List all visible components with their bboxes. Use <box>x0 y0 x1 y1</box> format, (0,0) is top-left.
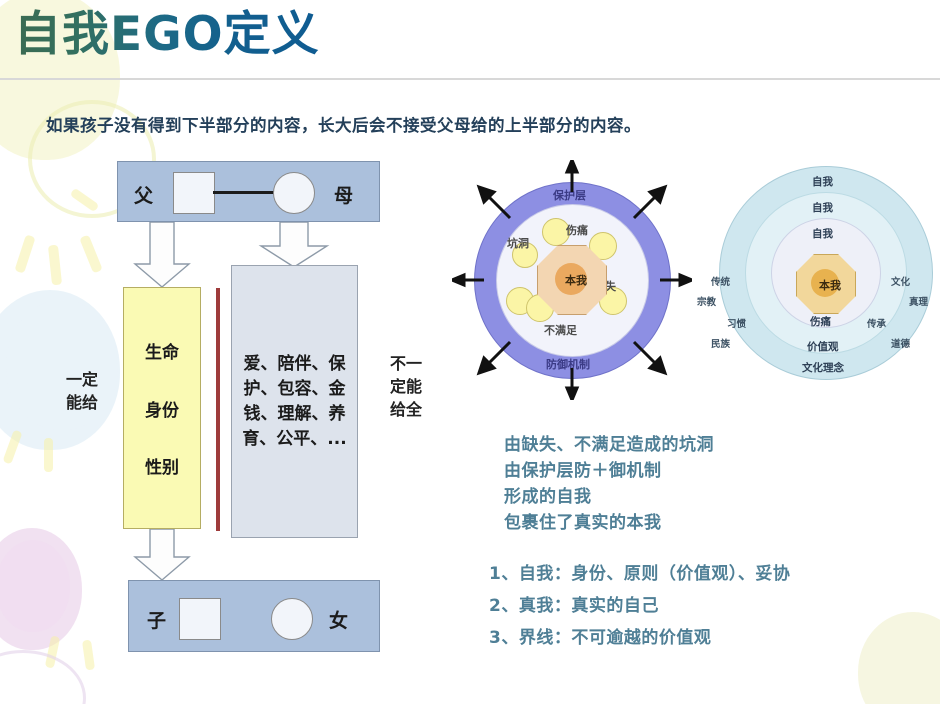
values-label-b: 价值观 <box>807 341 839 353</box>
arrow-down-icon <box>133 528 191 581</box>
ray-6 <box>44 438 53 472</box>
certain-item-3: 性别 <box>145 457 179 478</box>
maybe-give-label-line1: 不一 <box>389 354 422 373</box>
explanation-line-4: 包裹住了真实的本我 <box>504 513 662 533</box>
balloon-bottom-right <box>858 612 940 704</box>
true-self-core <box>555 263 587 295</box>
ego-culture-diagram: 自我 自我 自我 本我 传统 宗教 习惯 民族 文化 真理 传承 道德 伤痛 价… <box>697 166 933 380</box>
uncertain-box: 爱、陪伴、保护、包容、金钱、理解、养育、公平、... <box>231 265 358 538</box>
parent-box: 父 母 <box>117 161 380 222</box>
certain-item-1: 生命 <box>145 343 179 364</box>
daughter-circle-symbol <box>271 598 313 640</box>
true-self-core-b <box>811 269 839 297</box>
hole-dot-2 <box>512 242 538 268</box>
explanation-line-2: 由保护层防＋御机制 <box>504 461 662 481</box>
ray-2 <box>47 244 63 286</box>
ray-8 <box>81 639 96 671</box>
definition-item-2: 2、真我：真实的自己 <box>489 596 659 616</box>
title-divider <box>0 78 940 80</box>
arrow-parent-to-certain <box>132 221 192 288</box>
balloon-pink-bottom-left-inner <box>0 540 70 632</box>
father-square-symbol <box>173 172 215 214</box>
page-title: 自我EGO定义 <box>14 7 320 62</box>
arrow-parent-to-uncertain <box>258 221 330 268</box>
culture-concept-label: 文化理念 <box>802 362 844 374</box>
boundary-line <box>216 288 220 531</box>
must-give-label-line2: 能给 <box>65 393 98 412</box>
defense-mechanism-label: 防御机制 <box>546 358 590 371</box>
radiating-arrows <box>452 160 692 400</box>
son-square-symbol <box>179 598 221 640</box>
pain-label: 伤痛 <box>566 224 588 237</box>
maybe-give-label-line2: 定能 <box>389 377 422 396</box>
maybe-give-label: 不一 定能 给全 <box>378 352 434 421</box>
son-glyph: 子 <box>147 610 167 632</box>
swirl-top-left <box>28 100 156 218</box>
arrow-certain-to-child <box>132 528 192 581</box>
explanation-paragraph: 由缺失、不满足造成的坑洞 由保护层防＋御机制 形成的自我 包裹住了真实的本我 <box>504 432 714 536</box>
definitions-list: 1、自我：身份、原则（价值观）、妥协 2、真我：真实的自己 3、界线：不可逾越的… <box>489 558 790 654</box>
hole-dot-1 <box>542 218 570 246</box>
child-box: 子 女 <box>128 580 380 652</box>
religion-label: 宗教 <box>697 297 717 308</box>
uncertain-box-text: 爱、陪伴、保护、包容、金钱、理解、养育、公平、... <box>242 353 347 449</box>
arrow-down-icon <box>133 221 191 288</box>
inheritance-label: 传承 <box>867 319 887 330</box>
daughter-glyph: 女 <box>329 610 349 632</box>
truth-label: 真理 <box>909 297 929 308</box>
ray-5 <box>2 429 23 465</box>
hole-dot-4 <box>599 287 627 315</box>
subtitle: 如果孩子没有得到下半部分的内容，长大后会不接受父母给的上半部分的内容。 <box>46 116 641 135</box>
father-glyph: 父 <box>134 185 154 207</box>
must-give-label-line1: 一定 <box>65 370 98 389</box>
mother-circle-symbol <box>273 172 315 214</box>
mother-glyph: 母 <box>334 185 354 207</box>
explanation-line-1: 由缺失、不满足造成的坑洞 <box>504 435 714 455</box>
true-self-label: 本我 <box>565 274 587 287</box>
dissatisfaction-label: 不满足 <box>544 324 577 337</box>
ego-label-inner: 自我 <box>812 228 833 240</box>
swirl-bottom-left <box>0 650 86 704</box>
culture-label: 文化 <box>891 277 911 288</box>
definition-item-3: 3、界线：不可逾越的价值观 <box>489 628 712 648</box>
hole-label: 坑洞 <box>507 237 529 250</box>
maybe-give-label-line3: 给全 <box>389 400 422 419</box>
pain-label-b: 伤痛 <box>810 316 831 328</box>
balloon-blue-left-inner <box>6 300 118 430</box>
ray-1 <box>14 234 36 274</box>
explanation-line-3: 形成的自我 <box>504 487 592 507</box>
ray-3 <box>79 234 103 274</box>
ethnicity-label: 民族 <box>711 339 731 350</box>
certain-box: 生命 身份 性别 <box>123 287 201 529</box>
ego-label-middle: 自我 <box>812 202 833 214</box>
certain-item-2: 身份 <box>145 400 179 421</box>
true-self-label-b: 本我 <box>819 279 841 292</box>
protect-layer-label: 保护层 <box>553 189 586 202</box>
arrow-down-icon <box>258 221 330 268</box>
habit-label: 习惯 <box>727 319 747 330</box>
morality-label: 道德 <box>891 339 911 350</box>
ego-label-outer: 自我 <box>812 176 833 188</box>
marriage-link-line <box>213 191 275 194</box>
must-give-label: 一定 能给 <box>52 368 112 414</box>
definition-item-1: 1、自我：身份、原则（价值观）、妥协 <box>489 564 791 584</box>
tradition-label: 传统 <box>711 277 731 288</box>
